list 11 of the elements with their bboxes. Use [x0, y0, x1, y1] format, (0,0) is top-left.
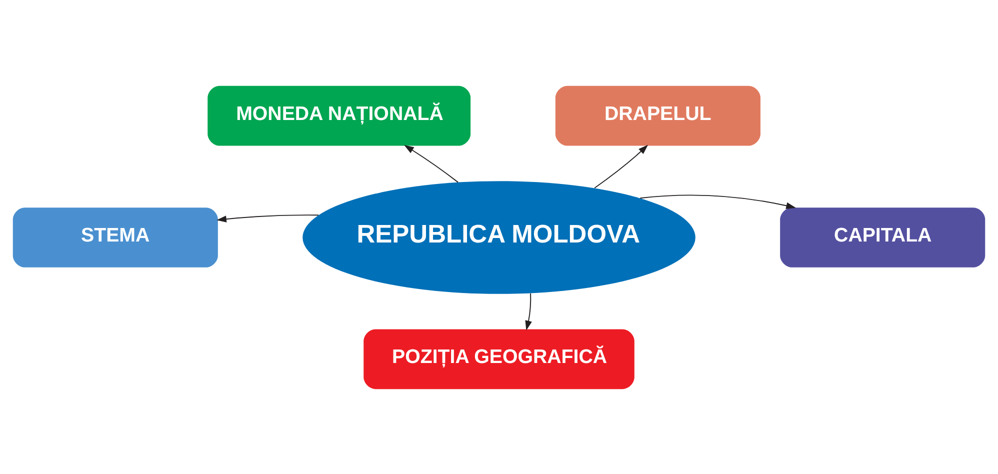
arrow	[404, 144, 459, 182]
node-ellipse: REPUBLICA MOLDOVA	[302, 180, 696, 294]
node-box: CAPITALA	[780, 207, 986, 267]
arrow	[594, 144, 648, 188]
node-box: POZIȚIA GEOGRAFICĂ	[364, 328, 634, 389]
node-box: DRAPELUL	[555, 85, 760, 146]
arrow	[640, 194, 796, 209]
node-box: STEMA	[12, 207, 218, 267]
node-box: MONEDA NAȚIONALĂ	[208, 85, 471, 146]
arrow	[525, 292, 532, 330]
arrow	[216, 214, 319, 222]
